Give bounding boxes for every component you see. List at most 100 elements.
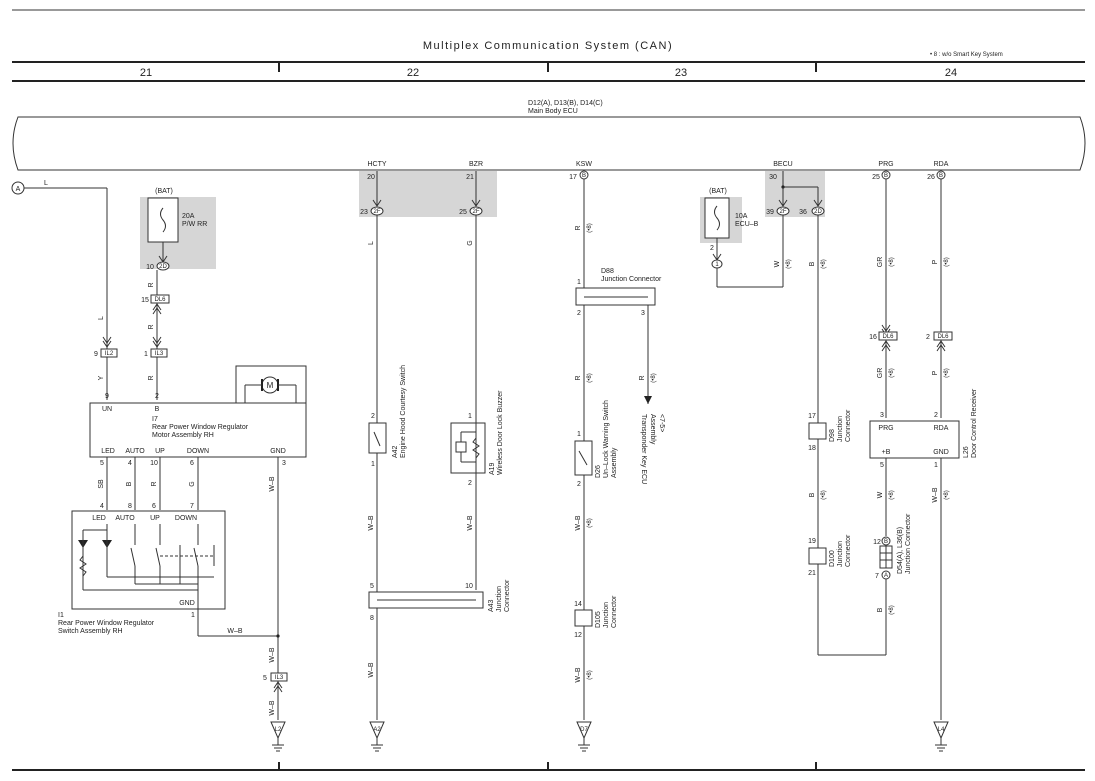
a43-code: A43 [488, 599, 495, 612]
wire-note: (•8) [889, 257, 895, 266]
connector-oval [156, 261, 170, 271]
d105-code: D105 [595, 611, 602, 628]
pin-number: 9 [94, 351, 98, 358]
i7-name-line: Motor Assembly RH [152, 432, 214, 439]
d26-code: D26 [595, 465, 602, 478]
wire-note: (•8) [786, 259, 792, 268]
pin-number: 26 [927, 174, 935, 181]
connector-label: DL6 [937, 334, 949, 340]
resistor-icon [472, 437, 480, 459]
pin-number: 2 [926, 334, 930, 341]
i7-pin: LED [101, 448, 115, 455]
wire-color: R [148, 375, 155, 380]
pin-number: 1 [191, 612, 195, 619]
pin-number: 5 [880, 462, 884, 469]
pin-number: 7 [190, 503, 194, 510]
ecu-pin-ksw: KSW [576, 161, 592, 168]
bat-label: (BAT) [155, 188, 173, 195]
connector-tag-label: B [939, 173, 943, 179]
pin-number: 2 [468, 480, 472, 487]
footnote: • 8 : w/o Smart Key System [930, 52, 1003, 58]
pin-number: 1 [577, 279, 581, 286]
i1-name-line: Switch Assembly RH [58, 628, 123, 635]
tke-name: Transponder Key ECU [640, 414, 647, 484]
pin-number: 2 [710, 245, 714, 252]
l26-pin: GND [933, 449, 949, 456]
resistor-icon [79, 555, 87, 577]
wire-color: GR [877, 368, 884, 379]
pin-number: 25 [872, 174, 880, 181]
wire-note: (•8) [889, 605, 895, 614]
wire-note: (•8) [587, 373, 593, 382]
a42-code: A42 [392, 445, 399, 458]
switch-icon [373, 431, 381, 447]
fuse-symbol [714, 205, 720, 231]
buzzer-icon [455, 441, 467, 453]
ecu-pin-hcty: HCTY [367, 161, 386, 168]
switch-icon [130, 547, 136, 567]
a43-name-1: Junction [496, 586, 503, 612]
d98-name: Connector [845, 409, 852, 442]
connector-label: IL3 [155, 351, 164, 357]
pin-number: 8 [370, 615, 374, 622]
pin-number: 3 [880, 412, 884, 419]
wire-color: SB [98, 479, 105, 489]
connector-tag [881, 536, 891, 546]
ground-l2 [270, 721, 286, 752]
wire-color: R [575, 225, 582, 230]
pin-number: 1 [934, 462, 938, 469]
splice-dot [276, 634, 280, 638]
connector-tag-label: B [582, 173, 586, 179]
d100-name: Junction [837, 541, 844, 567]
i7-code: I7 [152, 416, 158, 423]
motor-label: M [267, 381, 274, 390]
wire-color: B [126, 481, 133, 486]
pin-number: 10 [465, 583, 473, 590]
pin-number: 23 [360, 209, 368, 216]
pin-number: 1 [144, 351, 148, 358]
wire-color: W–B [269, 700, 276, 716]
wire-note: (•8) [889, 368, 895, 377]
wire-color: W–B [932, 487, 939, 503]
wire-color: W–B [467, 515, 474, 531]
connector-box [150, 348, 168, 358]
connector-box [933, 331, 953, 341]
d105-junction-connector [574, 609, 593, 627]
wire-color: W–B [575, 667, 582, 683]
wire-color: L [98, 316, 105, 320]
connector-box [878, 331, 898, 341]
connector-arrow [273, 681, 283, 693]
wire-color: W–B [269, 647, 276, 663]
wire-color: P [932, 370, 939, 375]
i1-pin: LED [92, 515, 106, 522]
wire-color: W–B [575, 515, 582, 531]
i7-pin: UN [102, 406, 112, 413]
pin-number: 36 [799, 209, 807, 216]
pin-number: 3 [282, 460, 286, 467]
wire-color: R [148, 324, 155, 329]
ground-label: L2 [275, 727, 282, 733]
d100-code: D100 [829, 550, 836, 567]
connector-arrow [778, 199, 788, 207]
connector-box [270, 672, 288, 682]
pin-number: 10 [146, 264, 154, 271]
switch-icon [155, 547, 161, 567]
pin-number: 1 [577, 431, 581, 438]
d100-name: Connector [845, 534, 852, 567]
column-number: 22 [407, 67, 419, 79]
connector-label: 2F [373, 209, 380, 215]
i1-switch-assembly [71, 510, 226, 610]
pin-number: 12 [574, 632, 582, 639]
pin-number: 3 [641, 310, 645, 317]
ecu-codes: D12(A), D13(B), D14(C) [528, 100, 603, 107]
wire-note: (•8) [587, 223, 593, 232]
pin-number: 17 [569, 174, 577, 181]
l26-pin: PRG [878, 425, 893, 432]
pin-number: 2 [577, 310, 581, 317]
fuse-symbol [160, 207, 166, 233]
pin-number: 15 [141, 297, 149, 304]
pin-number: 17 [808, 413, 816, 420]
wire-note: (•8) [651, 373, 657, 382]
l26-pin: RDA [934, 425, 949, 432]
